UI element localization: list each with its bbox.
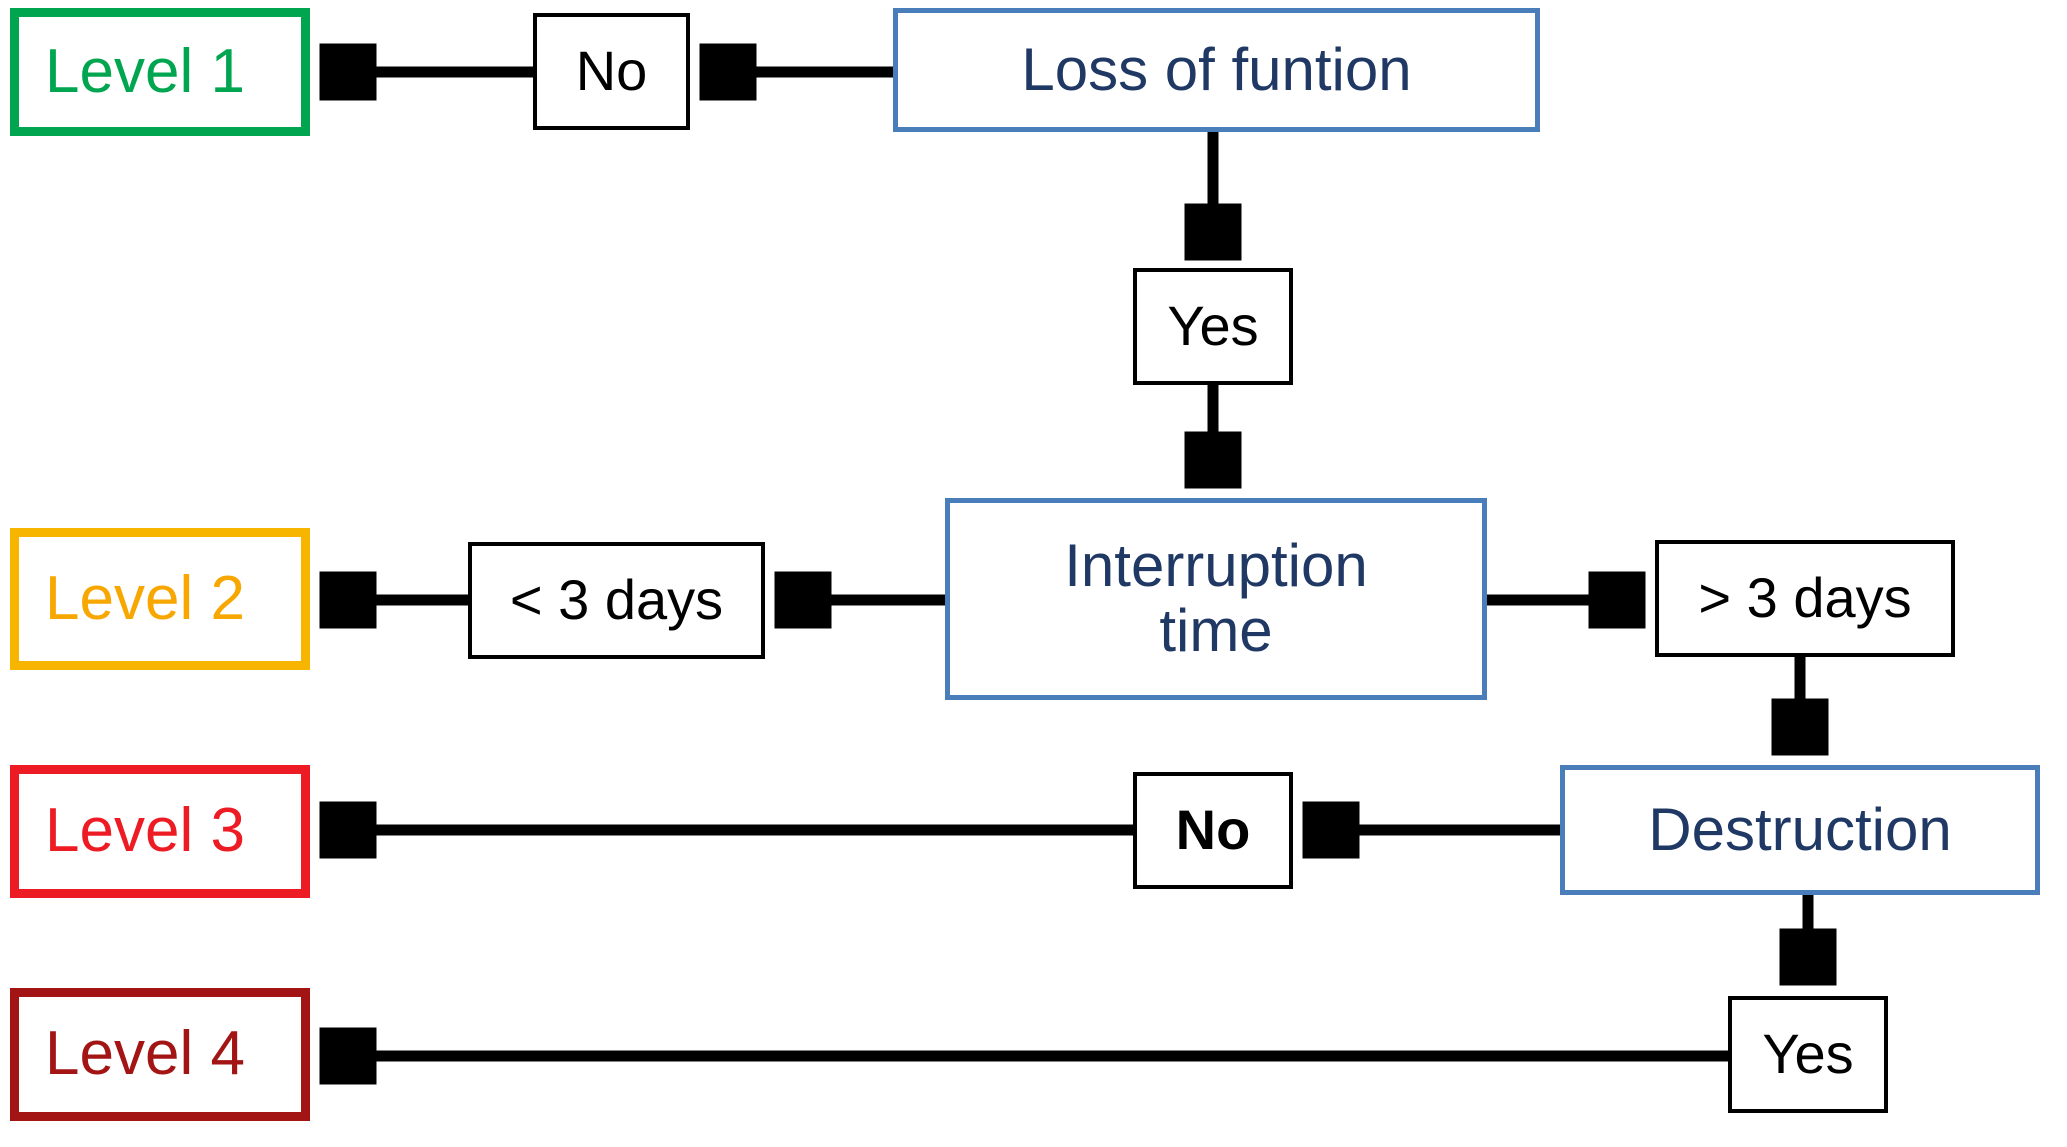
node-interruption-time-label: Interruption time: [1064, 532, 1368, 664]
node-level-4[interactable]: Level 4: [10, 988, 310, 1121]
node-loss-of-function[interactable]: Loss of funtion: [893, 8, 1540, 132]
node-destruction[interactable]: Destruction: [1560, 765, 2040, 895]
node-yes-top[interactable]: Yes: [1133, 268, 1293, 385]
node-level-1[interactable]: Level 1: [10, 8, 310, 136]
node-level-2-label: Level 2: [45, 563, 245, 633]
node-no-destruction[interactable]: No: [1133, 772, 1293, 889]
node-yes-destruction-label: Yes: [1762, 1022, 1854, 1086]
node-greater-than-3-days[interactable]: > 3 days: [1655, 540, 1955, 657]
node-greater-than-3-days-label: > 3 days: [1698, 566, 1912, 630]
node-level-2[interactable]: Level 2: [10, 528, 310, 670]
node-loss-of-function-label: Loss of funtion: [1021, 35, 1412, 103]
node-level-3-label: Level 3: [45, 796, 245, 866]
node-no-top[interactable]: No: [533, 13, 690, 130]
node-level-1-label: Level 1: [45, 36, 245, 106]
node-no-destruction-label: No: [1175, 798, 1251, 862]
node-interruption-time[interactable]: Interruption time: [945, 498, 1487, 700]
node-yes-top-label: Yes: [1167, 294, 1259, 358]
node-destruction-label: Destruction: [1648, 795, 1952, 863]
node-no-top-label: No: [575, 39, 648, 103]
node-less-than-3-days[interactable]: < 3 days: [468, 542, 765, 659]
node-level-3[interactable]: Level 3: [10, 765, 310, 898]
node-less-than-3-days-label: < 3 days: [509, 568, 724, 632]
node-yes-destruction[interactable]: Yes: [1728, 996, 1888, 1113]
node-level-4-label: Level 4: [45, 1019, 245, 1089]
